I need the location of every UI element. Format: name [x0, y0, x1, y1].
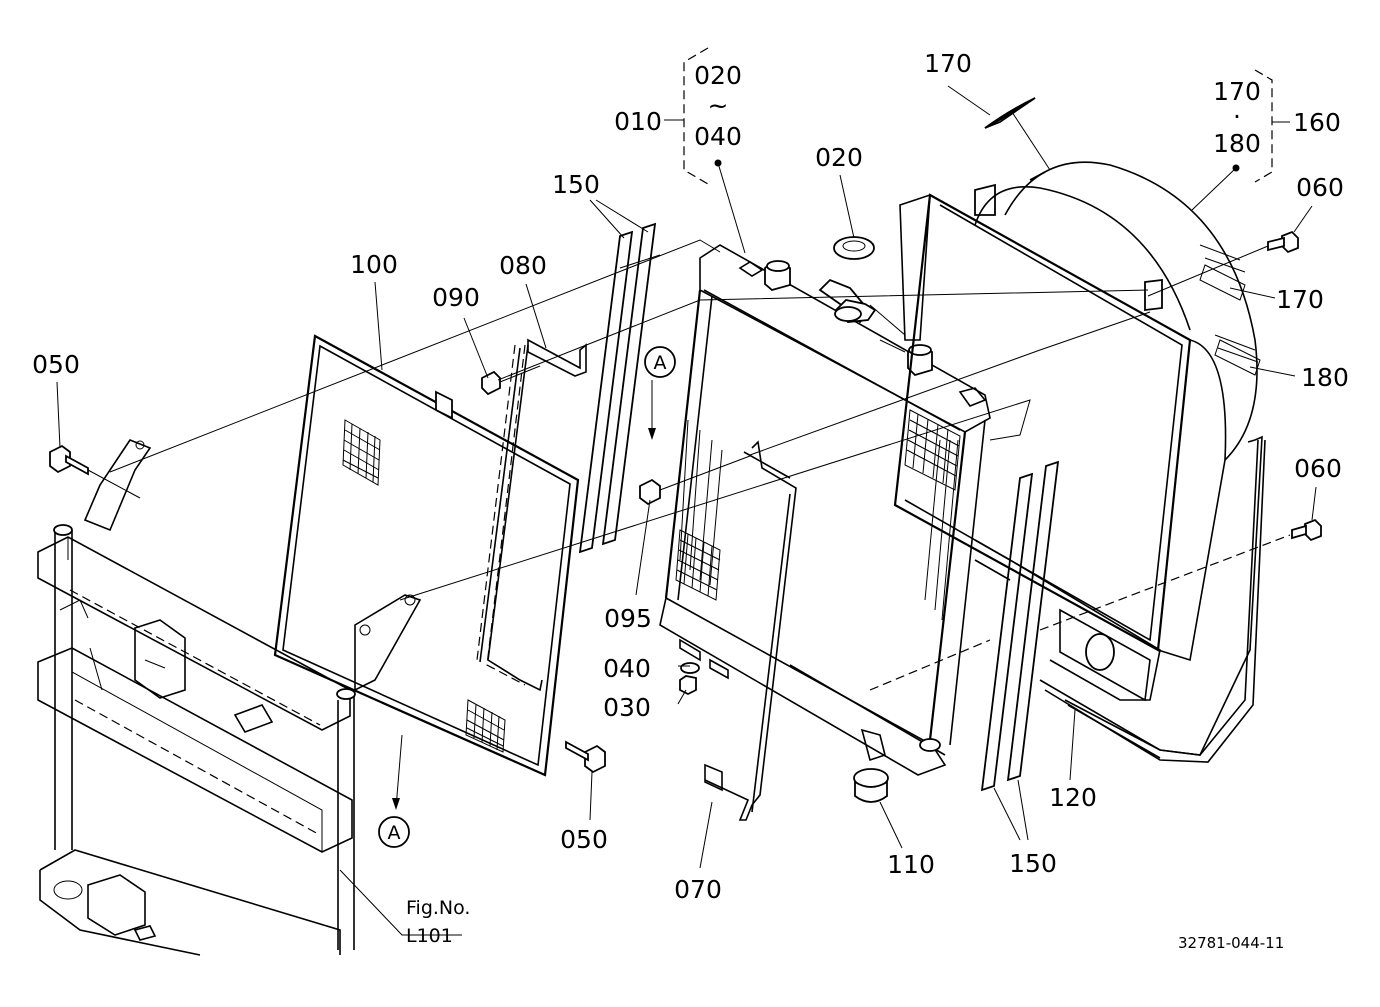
bolt-090	[481, 365, 541, 396]
bolt-050-left	[49, 444, 141, 499]
support-frame	[37, 439, 422, 956]
grommet-110	[853, 768, 889, 803]
assembly-lines	[109, 239, 1291, 691]
label-050-bottom: 050	[560, 825, 608, 854]
label-090: 090	[432, 283, 480, 312]
seal-strips-150-top	[578, 222, 657, 554]
label-060-top: 060	[1296, 173, 1344, 202]
label-040: 040	[603, 654, 651, 683]
label-170-right: 170	[1276, 285, 1324, 314]
radiator-core	[659, 244, 991, 776]
label-050-left: 050	[32, 350, 80, 379]
bracket-080	[479, 338, 587, 692]
figure-reference: Fig.No. L101	[406, 897, 470, 947]
label-160: 160	[1293, 108, 1341, 137]
label-040-group: 040	[694, 122, 742, 151]
section-marker-a-top: A	[644, 346, 676, 378]
fig-ref-title: Fig.No.	[406, 897, 470, 919]
shim-170	[984, 97, 1036, 129]
label-170-top: 170	[924, 49, 972, 78]
marker-a-bottom-text: A	[388, 822, 401, 844]
label-080: 080	[499, 251, 547, 280]
label-150-top: 150	[552, 170, 600, 199]
marker-a-top-text: A	[654, 352, 667, 374]
label-150-bottom: 150	[1009, 849, 1057, 878]
section-marker-a-bottom: A	[378, 816, 410, 848]
label-010: 010	[614, 107, 662, 136]
bolt-095	[639, 455, 751, 506]
screen-panel-100	[273, 334, 580, 777]
label-180-right: 180	[1301, 363, 1349, 392]
label-020-cap: 020	[815, 143, 863, 172]
label-dot: ·	[1233, 102, 1241, 131]
seal-strips-150-bottom	[980, 460, 1060, 792]
bolt-060-mid	[1291, 518, 1322, 542]
label-070: 070	[674, 875, 722, 904]
bushing-030	[679, 675, 697, 696]
fan-shroud	[893, 161, 1266, 763]
label-100: 100	[350, 250, 398, 279]
fig-ref-value: L101	[406, 925, 453, 947]
bolt-060-top	[1147, 230, 1299, 297]
bolt-050-bottom	[565, 740, 606, 774]
label-030: 030	[603, 693, 651, 722]
bracket-070	[704, 440, 797, 821]
label-tilde: ~	[708, 91, 729, 120]
mesh-pattern	[342, 419, 506, 753]
part-labels: 010 020 ~ 040 150 020 170 170 · 180 160 …	[32, 49, 1349, 904]
leader-lines	[56, 47, 1317, 936]
label-180-group: 180	[1213, 129, 1261, 158]
label-060-mid: 060	[1294, 454, 1342, 483]
label-170-group: 170	[1213, 77, 1261, 106]
washer-040	[680, 662, 700, 674]
label-120: 120	[1049, 783, 1097, 812]
drawing-number: 32781-044-11	[1178, 934, 1284, 952]
label-110: 110	[887, 850, 935, 879]
label-020-group: 020	[694, 61, 742, 90]
radiator-cap-020	[833, 236, 877, 323]
label-095: 095	[604, 604, 652, 633]
hose-120	[1064, 435, 1263, 759]
